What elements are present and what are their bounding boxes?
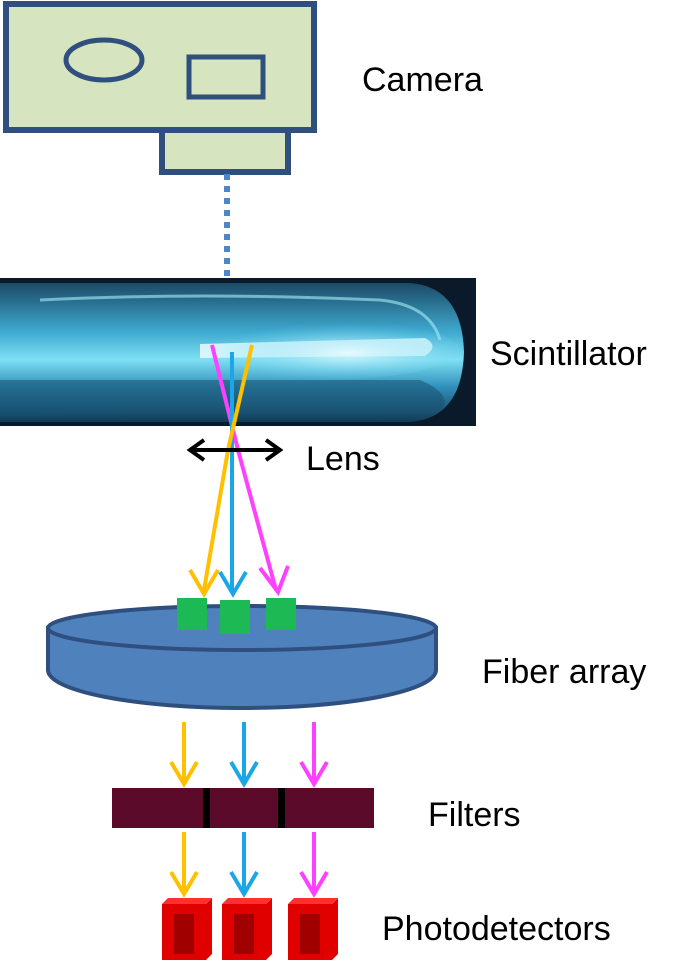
photodetector-center <box>222 898 272 960</box>
filter-divider-left <box>203 788 210 828</box>
filter-bar <box>112 788 374 828</box>
beam-orange-arrowhead <box>188 568 220 598</box>
scintillator-glow <box>180 320 460 380</box>
photodetectors-label: Photodetectors <box>382 910 611 948</box>
filter-divider-right <box>278 788 285 828</box>
scintillator-shade <box>0 380 445 416</box>
fiber-tip-right <box>266 598 296 630</box>
filters-label: Filters <box>428 796 521 834</box>
scintillator-highlight <box>39 294 442 341</box>
lens-label: Lens <box>306 440 380 478</box>
filters <box>112 788 374 828</box>
camera-body <box>3 1 317 133</box>
filter-to-detector-arrows <box>169 832 329 898</box>
beam-magenta-arrowhead <box>258 565 290 597</box>
camera <box>3 1 317 175</box>
photodetector-right <box>288 898 338 960</box>
fiber-tip-center <box>220 600 250 634</box>
camera-label: Camera <box>362 61 483 99</box>
photodetector-left <box>162 898 212 960</box>
lens-arrow <box>186 438 284 462</box>
camera-viewfinder-icon <box>186 54 266 100</box>
fiber-array-label: Fiber array <box>482 653 646 691</box>
fiber-tip-left <box>177 598 207 630</box>
photodetectors <box>162 898 338 960</box>
scintillator-label: Scintillator <box>490 335 647 373</box>
beam-cyan-arrowhead <box>218 570 248 598</box>
fiber-to-filter-arrows <box>169 722 329 788</box>
camera-lens-icon <box>63 37 145 83</box>
camera-mount <box>159 127 291 175</box>
fiber-array <box>46 598 438 710</box>
